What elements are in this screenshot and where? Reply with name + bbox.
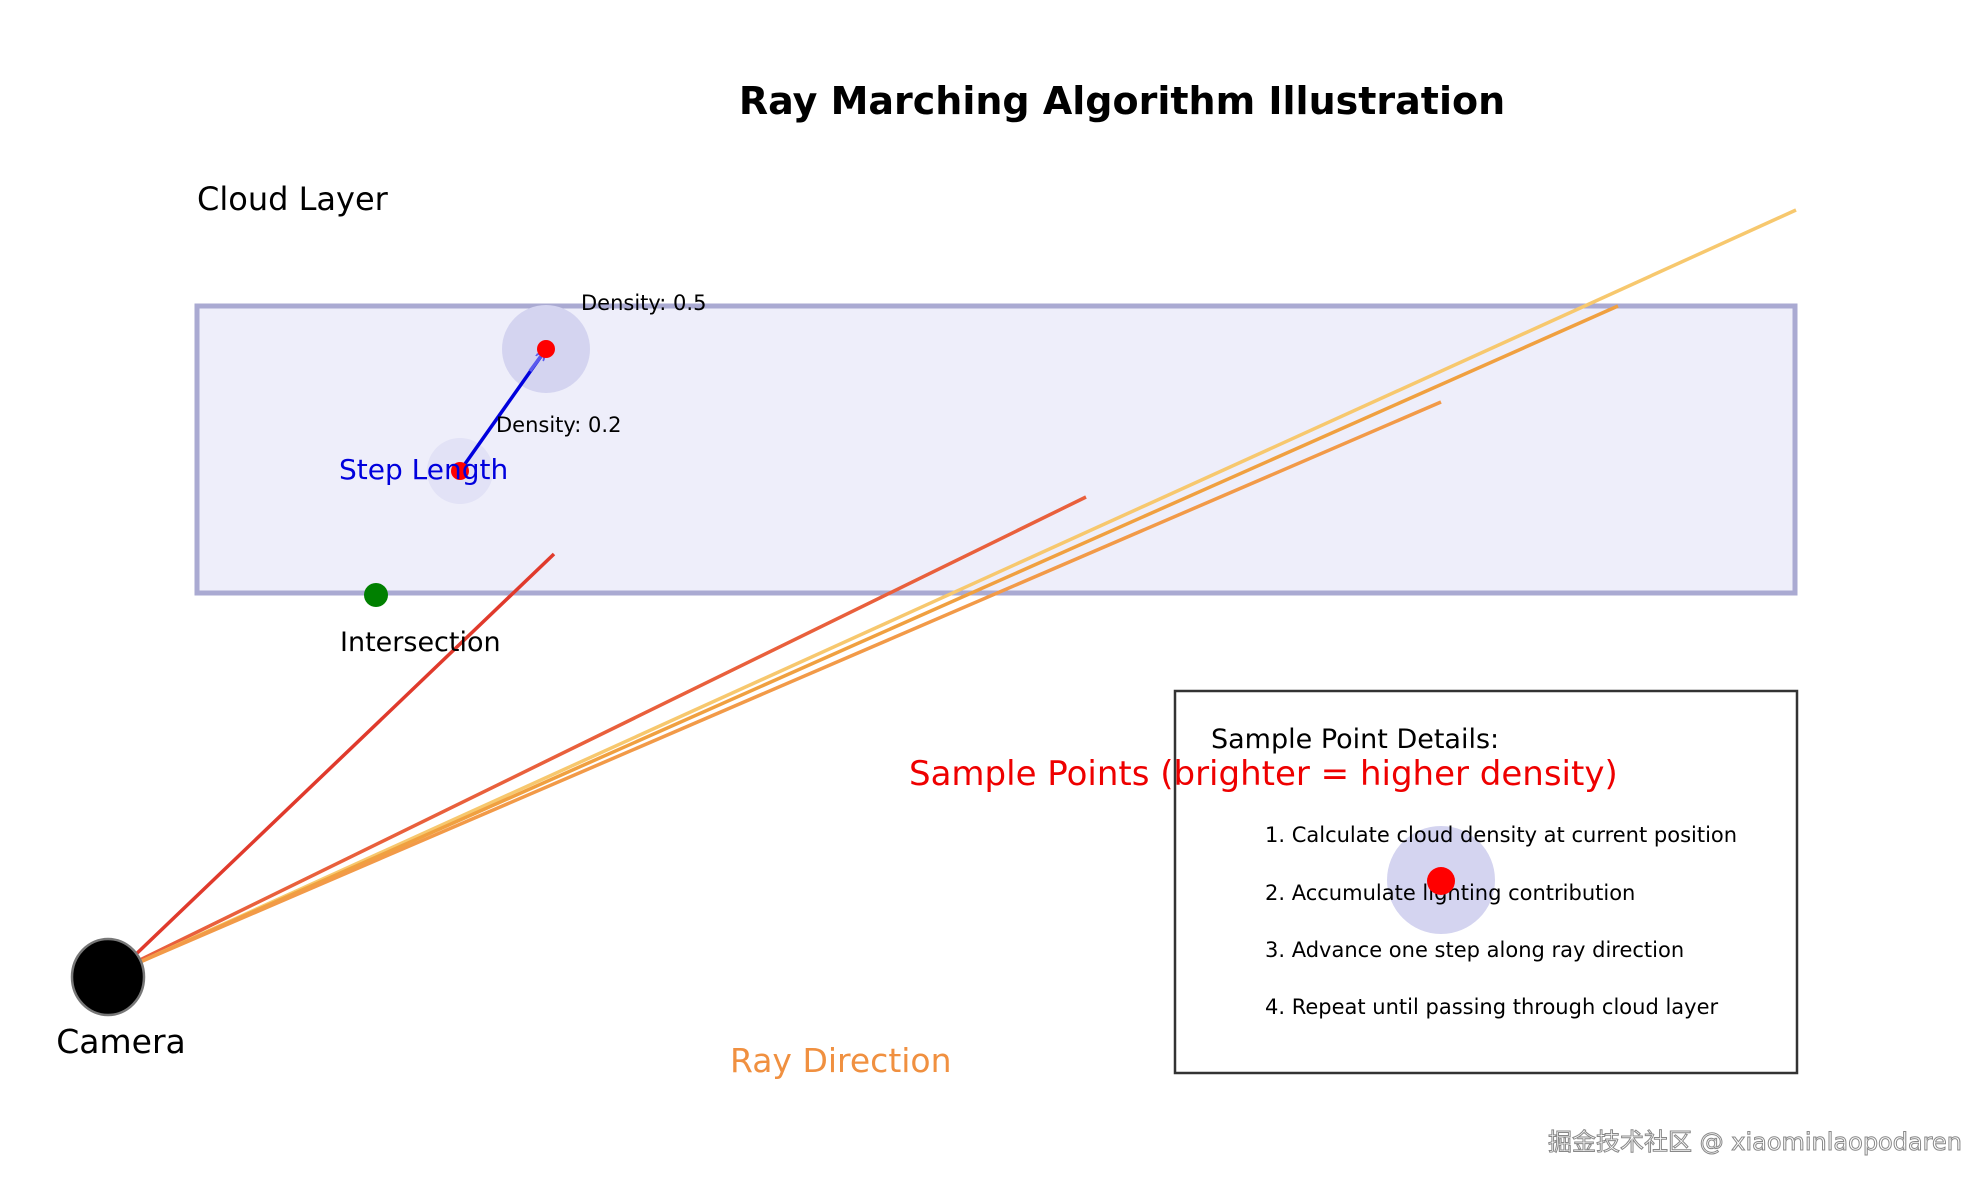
sample-point-2 [451, 462, 469, 480]
details-step-4: 4. Repeat until passing through cloud la… [1265, 995, 1719, 1019]
details-heading: Sample Point Details: [1211, 724, 1499, 755]
ray-3 [139, 304, 1619, 964]
sample-points-label: Sample Points (brighter = higher density… [909, 754, 1618, 794]
density-label-1: Density: 0.5 [581, 291, 706, 315]
step-length-label: Step Length [339, 453, 508, 486]
density-label-2: Density: 0.2 [496, 413, 621, 437]
intersection-label: Intersection [340, 627, 501, 658]
sample-point-3 [1427, 867, 1455, 895]
ray-5 [139, 400, 1442, 964]
ray-1 [130, 552, 556, 960]
rays [130, 208, 1797, 964]
details-step-3: 3. Advance one step along ray direction [1265, 938, 1684, 962]
cloud-layer-label: Cloud Layer [197, 180, 389, 218]
intersection-point [364, 583, 388, 607]
ray-direction-label: Ray Direction [730, 1041, 952, 1080]
camera-label: Camera [56, 1022, 186, 1061]
sample-point-1 [537, 340, 555, 358]
camera-marker [70, 937, 146, 1017]
details-step-1: 1. Calculate cloud density at current po… [1265, 823, 1737, 847]
watermark: 掘金技术社区 @ xiaominlaopodaren [1548, 1128, 1962, 1156]
diagram-title: Ray Marching Algorithm Illustration [739, 79, 1505, 123]
step-length-arrow [458, 352, 544, 473]
ray-4 [139, 208, 1797, 964]
ray-2 [139, 495, 1087, 962]
